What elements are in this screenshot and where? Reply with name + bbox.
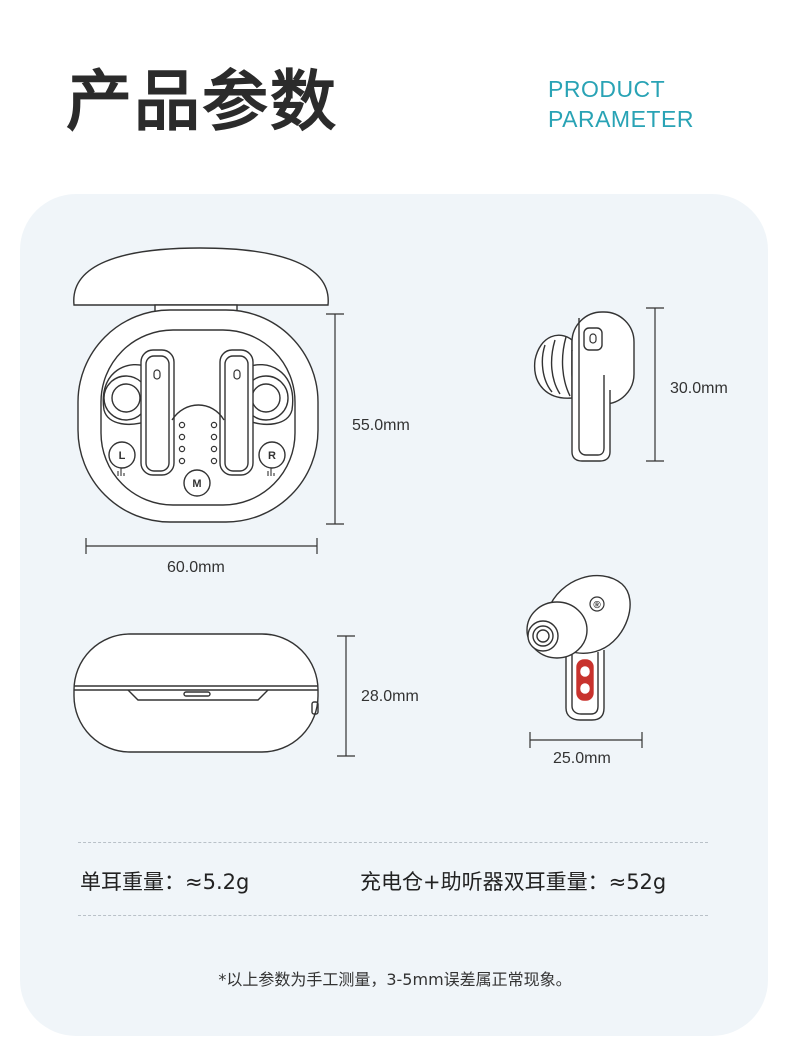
measurement-note: *以上参数为手工测量，3-5mm误差属正常现象。 bbox=[218, 970, 572, 989]
dimension-line-earbud-width bbox=[529, 732, 643, 748]
dimension-line-case-thickness bbox=[337, 635, 355, 757]
case-thickness-label: 28.0mm bbox=[361, 688, 419, 705]
case-height-label: 55.0mm bbox=[352, 417, 410, 434]
total-weight: 充电仓+助听器双耳重量：≈52g bbox=[360, 870, 667, 894]
earbud-height-label: 30.0mm bbox=[670, 380, 728, 397]
divider-bottom bbox=[78, 915, 708, 916]
page-subtitle-en: PRODUCT PARAMETER bbox=[548, 74, 694, 134]
dimension-line-case-width bbox=[85, 538, 318, 554]
subtitle-line-1: PRODUCT bbox=[548, 76, 666, 102]
dimension-line-earbud-height bbox=[646, 307, 664, 462]
right-button-label: R bbox=[268, 450, 276, 462]
divider-top bbox=[78, 842, 708, 843]
case-side-view-drawing bbox=[73, 633, 319, 753]
left-button-label: L bbox=[119, 450, 126, 462]
earbud-side-view-drawing bbox=[533, 311, 635, 462]
earbud-front-view-drawing bbox=[526, 575, 631, 721]
dimension-line-case-height bbox=[326, 313, 344, 525]
case-top-view-drawing bbox=[73, 247, 329, 523]
case-width-label: 60.0mm bbox=[167, 559, 225, 576]
mode-button-label: M bbox=[192, 478, 201, 490]
earbud-side-mark: ® bbox=[593, 600, 601, 611]
earbud-width-label: 25.0mm bbox=[553, 750, 611, 767]
page-title: 产品参数 bbox=[66, 63, 338, 140]
subtitle-line-2: PARAMETER bbox=[548, 106, 694, 132]
single-ear-weight: 单耳重量：≈5.2g bbox=[80, 870, 250, 894]
